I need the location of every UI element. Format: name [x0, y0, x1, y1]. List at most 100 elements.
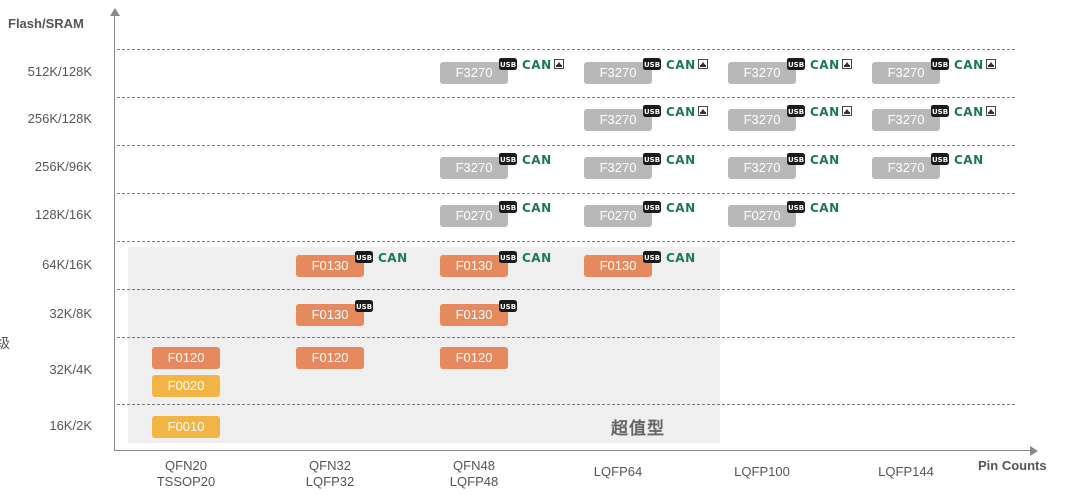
- chip-f0120: F0120: [152, 347, 220, 369]
- row-label: 16K/2K: [49, 418, 92, 433]
- usb-icon: USB: [498, 152, 518, 165]
- value-zone-label: 超值型: [611, 419, 665, 438]
- usb-icon: USB: [642, 200, 662, 213]
- usb-icon: USB: [786, 152, 806, 165]
- svg-text:USB: USB: [356, 254, 372, 262]
- usb-icon: USB: [354, 299, 374, 312]
- usb-icon: USB: [642, 104, 662, 117]
- ethernet-icon: [986, 59, 996, 69]
- ethernet-icon: [698, 59, 708, 69]
- grid-line: [117, 193, 1015, 194]
- grid-line: [117, 145, 1015, 146]
- row-label: 256K/96K: [34, 159, 92, 174]
- column-label-line1: QFN20: [165, 458, 207, 473]
- chip-f0270: F0270: [584, 205, 652, 227]
- can-label: CAN: [666, 58, 696, 72]
- chip-f0130: F0130: [296, 255, 364, 277]
- usb-icon: USB: [786, 57, 806, 70]
- y-axis-arrow: [110, 8, 120, 16]
- chip-f3270: F3270: [728, 157, 796, 179]
- can-label: CAN: [522, 201, 552, 215]
- svg-text:USB: USB: [932, 156, 948, 164]
- row-label: 128K/16K: [34, 207, 92, 222]
- row-label: 32K/8K: [49, 306, 92, 321]
- can-label: CAN: [810, 201, 840, 215]
- column-label-line2: LQFP48: [449, 474, 499, 489]
- svg-text:USB: USB: [644, 108, 660, 116]
- usb-icon: USB: [930, 57, 950, 70]
- column-label: LQFP100: [702, 464, 822, 480]
- can-label: CAN: [378, 251, 408, 265]
- usb-icon: USB: [498, 200, 518, 213]
- column-label-line1: LQFP64: [593, 464, 643, 479]
- x-axis-line: [114, 450, 1032, 451]
- column-label-line1: QFN32: [309, 458, 351, 473]
- grid-line: [117, 337, 1015, 338]
- chip-f0120: F0120: [296, 347, 364, 369]
- column-label-line2: LQFP32: [305, 474, 355, 489]
- usb-icon: USB: [642, 57, 662, 70]
- svg-text:USB: USB: [788, 156, 804, 164]
- row-label: 256K/128K: [27, 111, 92, 126]
- chip-f0130: F0130: [296, 304, 364, 326]
- value-zone-background: [128, 247, 720, 443]
- can-label: CAN: [954, 153, 984, 167]
- ethernet-icon: [842, 106, 852, 116]
- can-label: CAN: [810, 105, 840, 119]
- usb-icon: USB: [786, 104, 806, 117]
- chip-f0270: F0270: [728, 205, 796, 227]
- svg-text:USB: USB: [500, 303, 516, 311]
- x-axis-arrow: [1030, 446, 1038, 456]
- chip-f0020: F0020: [152, 375, 220, 397]
- svg-text:USB: USB: [644, 156, 660, 164]
- can-label: CAN: [666, 201, 696, 215]
- svg-text:USB: USB: [788, 61, 804, 69]
- svg-text:USB: USB: [644, 254, 660, 262]
- chip-f3270: F3270: [584, 109, 652, 131]
- grid-line: [117, 49, 1015, 50]
- grid-line: [117, 404, 1015, 405]
- ethernet-icon: [698, 106, 708, 116]
- chip-f0010: F0010: [152, 416, 220, 438]
- usb-icon: USB: [642, 152, 662, 165]
- chip-f3270: F3270: [440, 157, 508, 179]
- ethernet-icon: [842, 59, 852, 69]
- usb-icon: USB: [930, 104, 950, 117]
- column-label: LQFP144: [846, 464, 966, 480]
- usb-icon: USB: [786, 200, 806, 213]
- y-axis-title: Flash/SRAM: [8, 16, 84, 31]
- row-label: 32K/4K: [49, 362, 92, 377]
- svg-text:USB: USB: [500, 156, 516, 164]
- chip-f0270: F0270: [440, 205, 508, 227]
- svg-text:USB: USB: [356, 303, 372, 311]
- usb-icon: USB: [354, 250, 374, 263]
- can-label: CAN: [522, 58, 552, 72]
- chip-f3270: F3270: [872, 62, 940, 84]
- column-label-line1: LQFP144: [878, 464, 934, 479]
- svg-text:USB: USB: [932, 61, 948, 69]
- ethernet-icon: [554, 59, 564, 69]
- can-label: CAN: [954, 58, 984, 72]
- usb-icon: USB: [930, 152, 950, 165]
- chip-f3270: F3270: [440, 62, 508, 84]
- svg-text:USB: USB: [644, 204, 660, 212]
- svg-text:USB: USB: [788, 108, 804, 116]
- column-label-line2: TSSOP20: [156, 474, 216, 489]
- side-label: 级: [0, 335, 10, 351]
- usb-icon: USB: [498, 57, 518, 70]
- usb-icon: USB: [498, 299, 518, 312]
- can-label: CAN: [954, 105, 984, 119]
- chip-f3270: F3270: [872, 109, 940, 131]
- usb-icon: USB: [498, 250, 518, 263]
- svg-text:USB: USB: [788, 204, 804, 212]
- row-label: 512K/128K: [27, 64, 92, 79]
- can-label: CAN: [666, 105, 696, 119]
- grid-line: [117, 289, 1015, 290]
- chip-f0130: F0130: [440, 304, 508, 326]
- can-label: CAN: [666, 153, 696, 167]
- can-label: CAN: [522, 251, 552, 265]
- chip-f3270: F3270: [728, 62, 796, 84]
